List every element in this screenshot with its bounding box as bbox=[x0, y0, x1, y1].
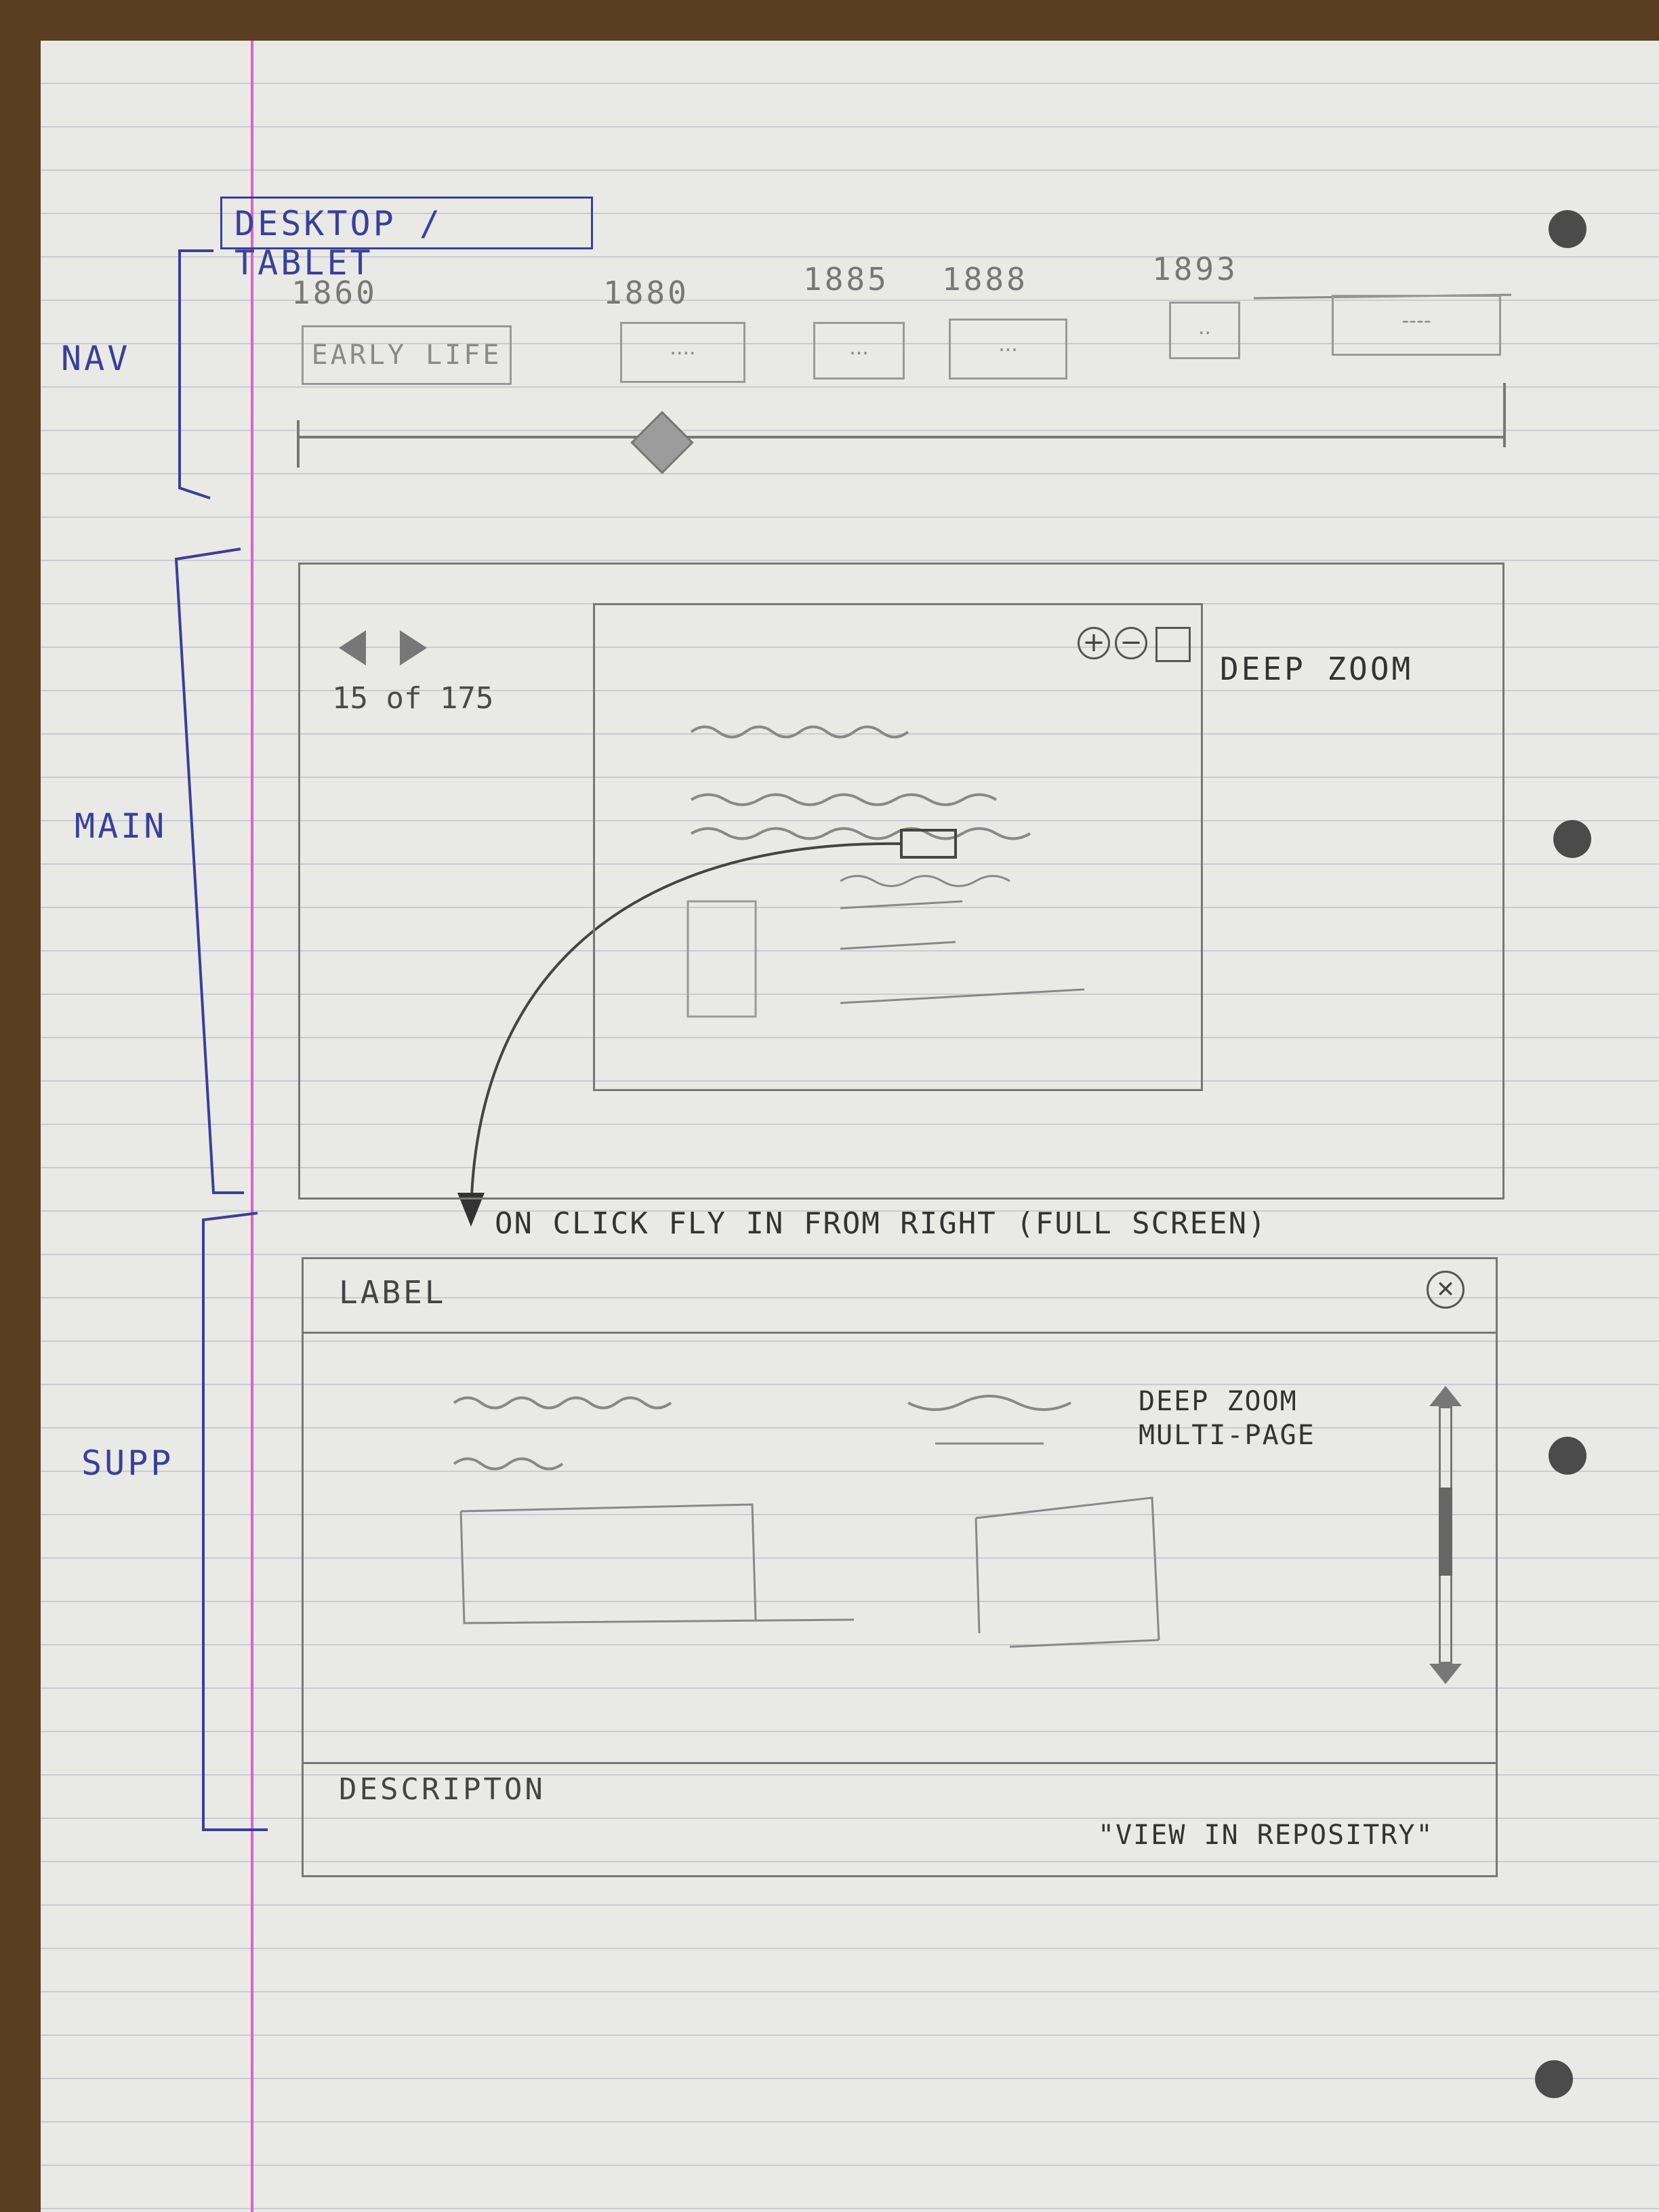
supp-footer-divider bbox=[302, 1762, 1498, 1764]
timeline-item[interactable]: ... bbox=[813, 322, 905, 380]
next-page-button[interactable] bbox=[400, 630, 427, 665]
timeline-year: 1880 bbox=[603, 274, 689, 311]
scroll-thumb[interactable] bbox=[1439, 1488, 1452, 1576]
timeline-item-label: ... bbox=[998, 333, 1018, 356]
timeline-item-label: .. bbox=[1197, 316, 1212, 340]
deep-zoom-viewer[interactable] bbox=[593, 603, 1203, 1091]
timeline-year: 1888 bbox=[942, 261, 1028, 298]
region-label-main: MAIN bbox=[75, 806, 167, 846]
timeline-item-label: EARLY LIFE bbox=[311, 340, 502, 371]
timeline-year: 1860 bbox=[291, 274, 377, 311]
notebook-page: DESKTOP / TABLET NAV MAIN SUPP 1860 1880… bbox=[41, 41, 1659, 2212]
binder-hole bbox=[1535, 2060, 1573, 2098]
annotation-note: ON CLICK FLY IN FROM RIGHT (FULL SCREEN) bbox=[495, 1206, 1267, 1241]
page-counter: 15 of 175 bbox=[332, 681, 494, 716]
close-icon[interactable]: ✕ bbox=[1427, 1271, 1465, 1309]
prev-page-button[interactable] bbox=[339, 630, 366, 665]
timeline-year: 1893 bbox=[1152, 251, 1238, 287]
binder-hole bbox=[1549, 210, 1586, 248]
fullscreen-icon[interactable] bbox=[1155, 627, 1191, 662]
supp-scrollbar[interactable] bbox=[1429, 1386, 1462, 1684]
timeline-year: 1885 bbox=[803, 261, 889, 298]
timeline-item-label: .... bbox=[670, 336, 696, 360]
timeline-item-label: ---- bbox=[1401, 309, 1431, 333]
timeline-item-early-life[interactable]: EARLY LIFE bbox=[302, 325, 512, 385]
page-title-text: DESKTOP / TABLET bbox=[234, 204, 443, 283]
region-label-supp: SUPP bbox=[81, 1443, 174, 1483]
binder-hole bbox=[1549, 1437, 1586, 1475]
view-in-repository-link[interactable]: "VIEW IN REPOSITRY" bbox=[1098, 1820, 1434, 1851]
scroll-down-arrow-icon[interactable] bbox=[1429, 1664, 1462, 1684]
timeline-item-label: ... bbox=[849, 336, 869, 360]
timeline-item[interactable]: ---- bbox=[1332, 295, 1501, 356]
timeline-item[interactable]: ... bbox=[949, 319, 1067, 380]
supp-label: LABEL bbox=[339, 1274, 447, 1311]
timeline-item[interactable]: .. bbox=[1169, 302, 1240, 359]
timeline-item[interactable]: .... bbox=[620, 322, 745, 383]
main-panel bbox=[298, 562, 1504, 1200]
viewer-label: DEEP ZOOM bbox=[1220, 651, 1414, 687]
region-label-nav: NAV bbox=[61, 339, 131, 378]
zoom-out-icon[interactable]: − bbox=[1115, 627, 1147, 659]
supp-panel bbox=[302, 1257, 1498, 1877]
supp-description: DESCRIPTON bbox=[339, 1772, 546, 1807]
zoom-in-icon[interactable]: + bbox=[1078, 627, 1110, 659]
supp-header-divider bbox=[302, 1332, 1498, 1334]
page-title: DESKTOP / TABLET bbox=[220, 197, 593, 283]
supp-viewer-label-line2: MULTI-PAGE bbox=[1139, 1420, 1315, 1451]
supp-viewer-label-line1: DEEP ZOOM bbox=[1139, 1386, 1298, 1417]
margin-line bbox=[251, 41, 253, 2212]
binder-hole bbox=[1553, 820, 1591, 858]
scroll-up-arrow-icon[interactable] bbox=[1429, 1386, 1462, 1406]
